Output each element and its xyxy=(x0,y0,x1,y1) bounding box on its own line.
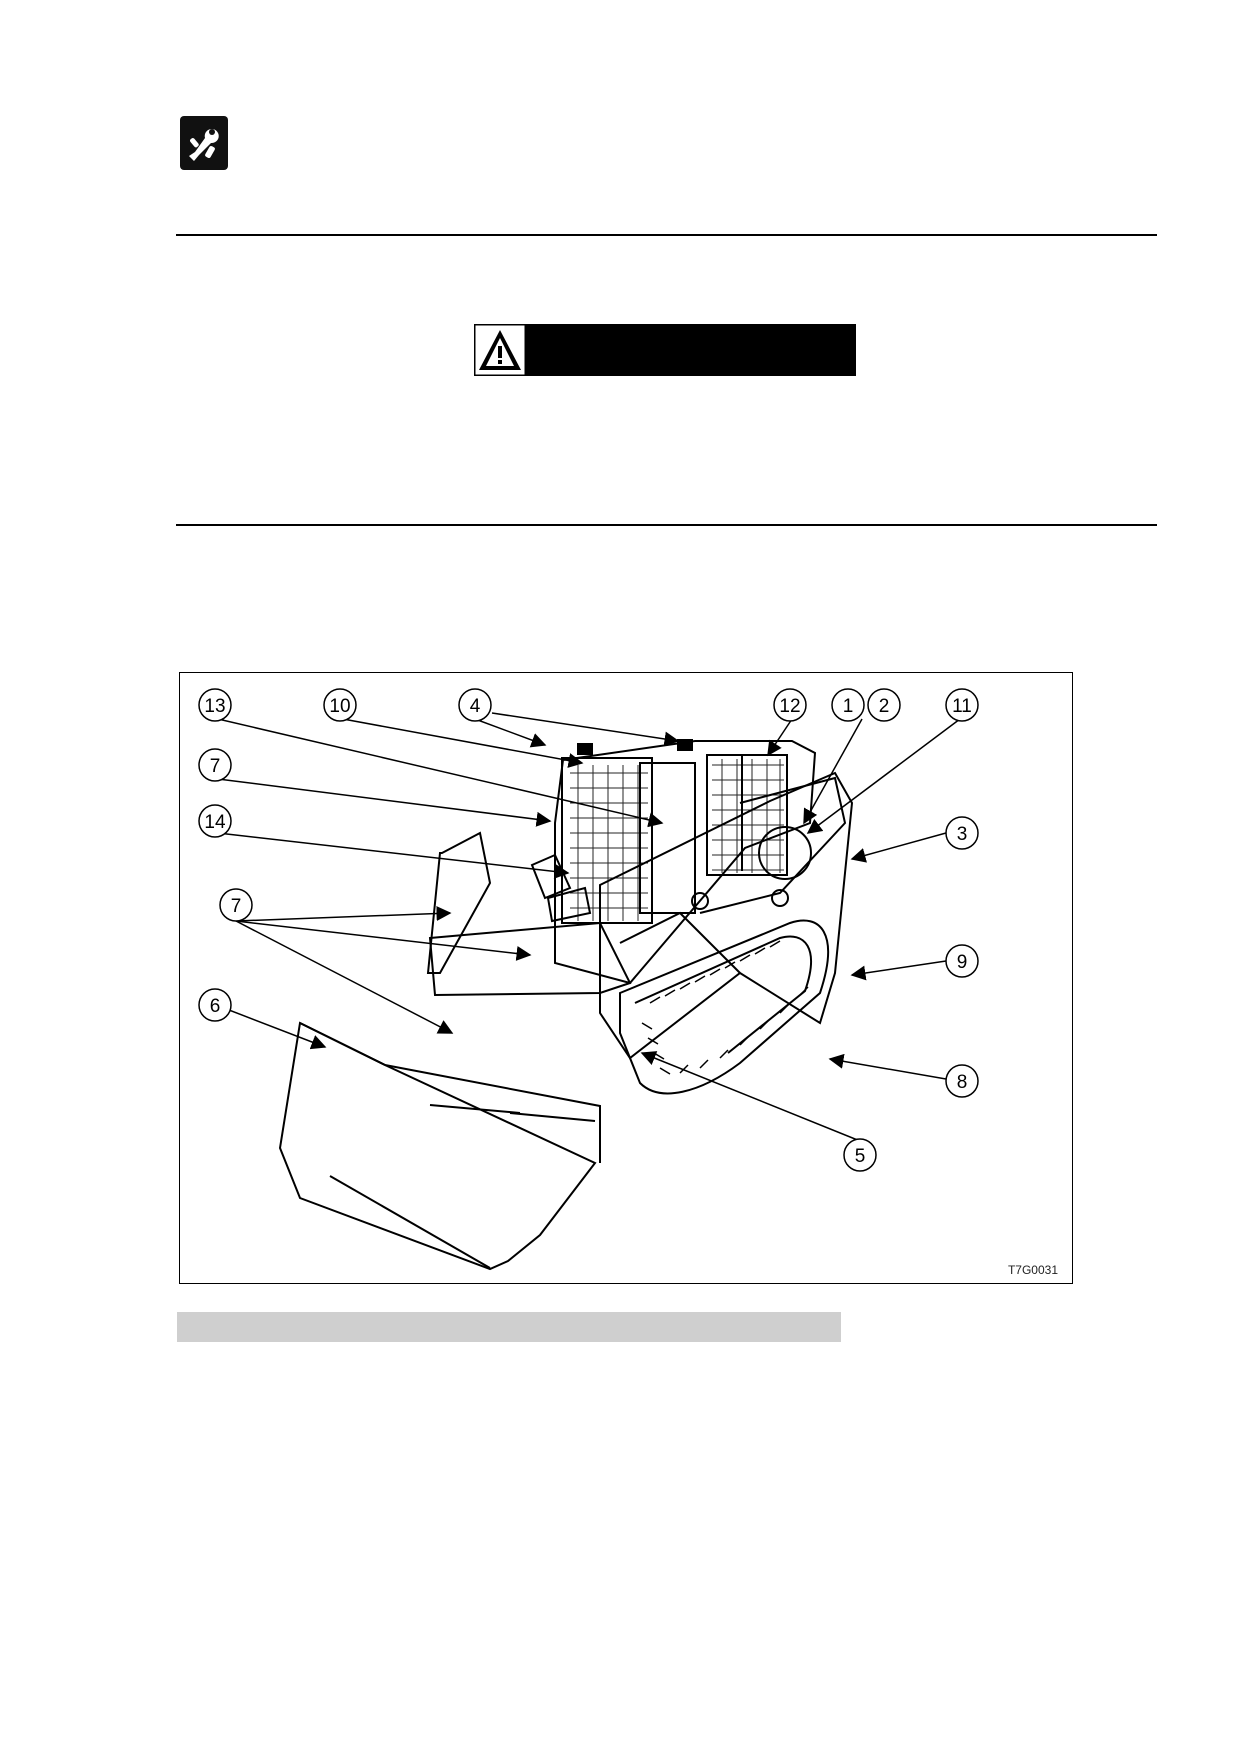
callout-7-top: 7 xyxy=(210,756,221,777)
callout-8: 8 xyxy=(957,1072,968,1093)
callout-circles xyxy=(198,688,979,1172)
callout-2: 2 xyxy=(879,696,890,717)
figure-frame: 13 10 4 12 1 2 11 7 14 3 7 9 6 8 5 T7G00… xyxy=(179,672,1073,1284)
callout-11: 11 xyxy=(952,696,972,717)
callout-5: 5 xyxy=(855,1146,866,1167)
seat-drawing xyxy=(530,853,592,923)
track-drawing xyxy=(619,919,829,1095)
body-drawing xyxy=(426,771,854,1060)
track-loader-illustration: 13 10 4 12 1 2 11 7 14 3 7 9 6 8 5 xyxy=(198,688,979,1271)
callout-numbers: 13 10 4 12 1 2 11 7 14 3 7 9 6 8 5 xyxy=(204,696,971,1167)
caption-bar xyxy=(177,1312,841,1342)
callout-6: 6 xyxy=(210,996,221,1017)
warning-banner xyxy=(472,322,856,378)
callout-7-multi: 7 xyxy=(231,896,242,917)
service-wrench-icon xyxy=(180,116,228,170)
cab-drawing xyxy=(554,740,817,985)
track-treads xyxy=(641,940,809,1075)
callout-14: 14 xyxy=(204,812,226,833)
top-divider xyxy=(176,234,1157,236)
callout-1: 1 xyxy=(843,696,854,717)
callout-4: 4 xyxy=(470,696,481,717)
bucket-drawing xyxy=(278,1021,601,1271)
callout-9: 9 xyxy=(957,952,968,973)
callout-13: 13 xyxy=(204,696,225,717)
callout-leaders xyxy=(215,712,961,1142)
callout-12: 12 xyxy=(779,696,800,717)
callout-3: 3 xyxy=(957,824,968,845)
bottom-divider xyxy=(176,524,1157,526)
cab-mesh xyxy=(570,759,784,921)
figure-code: T7G0031 xyxy=(1007,1263,1058,1277)
callout-10: 10 xyxy=(329,696,350,717)
